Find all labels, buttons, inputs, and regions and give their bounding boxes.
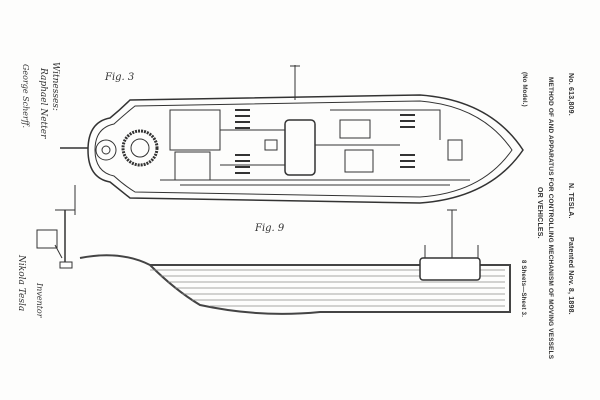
witness-signature-2: George Scherff. <box>21 64 30 129</box>
boat-plan-view <box>60 65 524 215</box>
patent-date: Patented Nov. 8, 1898. <box>567 237 574 315</box>
patent-title-continued: OR VEHICLES. <box>536 187 543 239</box>
witness-signature-1: Raphael Netter <box>38 68 48 139</box>
patent-number: No. 613,809. <box>567 73 574 116</box>
patent-title: METHOD OF AND APPARATUS FOR CONTROLLING … <box>547 77 554 360</box>
inventor-signature: Nikola Tesla <box>16 255 26 312</box>
model-note: (No Model.) <box>521 72 527 107</box>
figure-3-label: Fig. 3 <box>105 72 135 83</box>
sheet-count: 8 Sheets—Sheet 3. <box>520 260 526 318</box>
water-scene <box>36 209 511 315</box>
inventor-name: N. TESLA. <box>567 183 574 219</box>
inventor-label: Inventor <box>35 283 44 318</box>
witnesses-label: Witnesses: <box>50 62 60 111</box>
figure-9-label: Fig. 9 <box>255 223 285 234</box>
